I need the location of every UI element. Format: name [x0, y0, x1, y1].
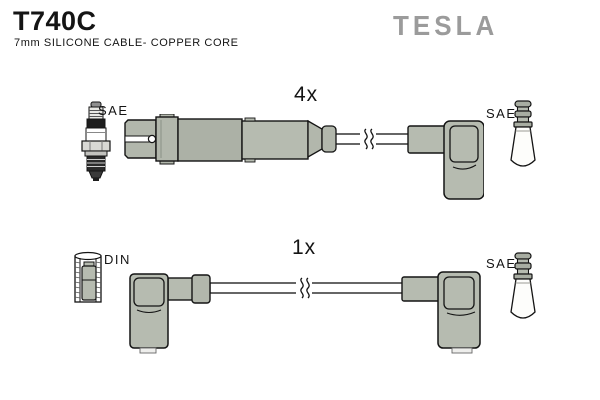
standard-label-sae-bottom-right: SAE: [486, 256, 517, 271]
quantity-label-bottom: 1x: [292, 236, 317, 259]
wire-break-mask: [360, 130, 376, 148]
ignition-cable-bottom: [129, 271, 481, 354]
sae-terminal-boot-icon: [510, 100, 536, 167]
quantity-label-top: 4x: [294, 83, 319, 106]
product-subtitle: 7mm SILICONE CABLE- COPPER CORE: [14, 37, 239, 49]
spark-plug-icon: [81, 101, 111, 181]
standard-label-din: DIN: [104, 252, 131, 267]
standard-label-sae-top-left: SAE: [98, 103, 129, 118]
part-number: T740C: [13, 6, 97, 36]
sae-terminal-boot-icon: [510, 252, 536, 319]
brand-logo: TESLA: [393, 10, 499, 42]
ignition-cable-top: [124, 114, 484, 200]
standard-label-sae-top-right: SAE: [486, 106, 517, 121]
din-socket-icon: [74, 251, 102, 303]
wire-break-mask: [296, 279, 312, 297]
